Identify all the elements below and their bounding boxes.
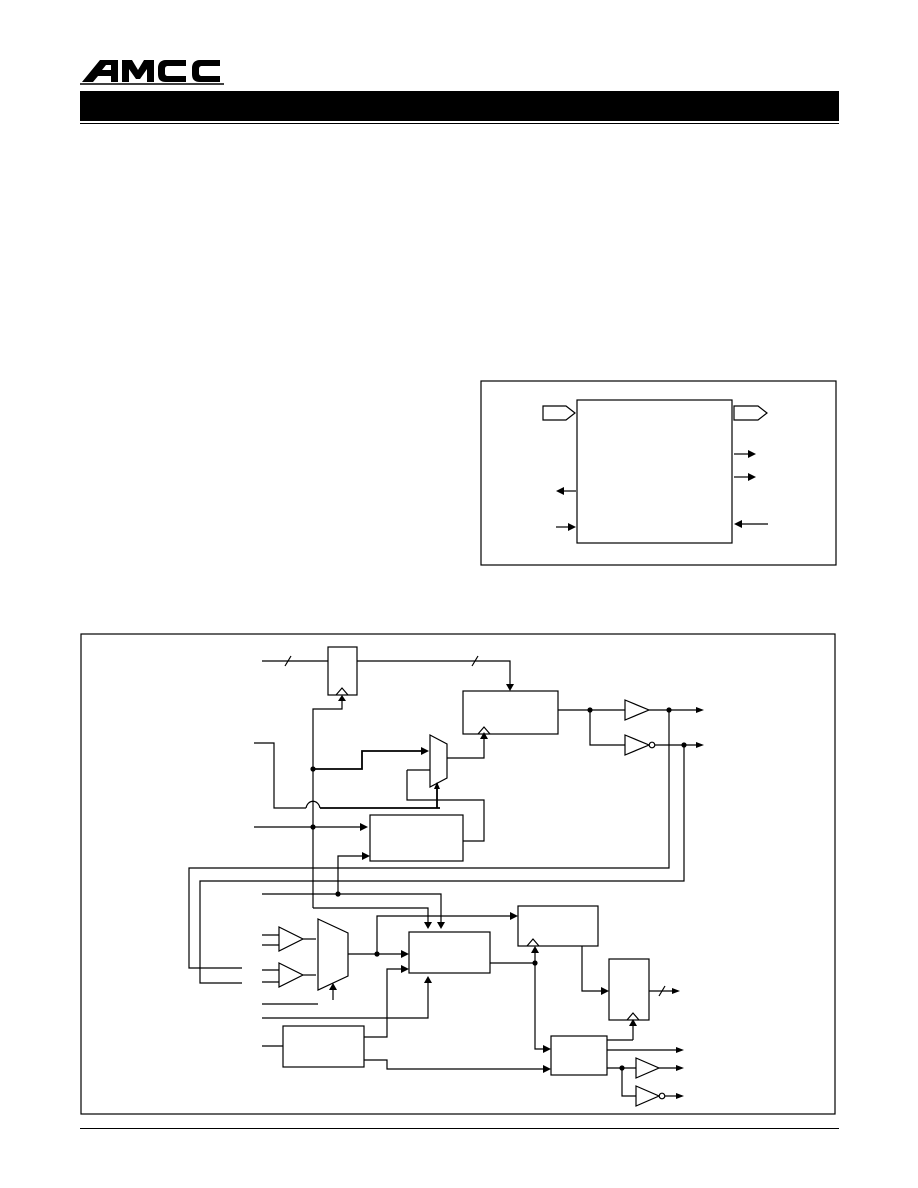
input-buffer	[278, 926, 305, 952]
figure-frame	[80, 633, 836, 1115]
input-buffer	[278, 962, 305, 988]
footer-rule	[80, 1128, 839, 1129]
buffer	[635, 1057, 661, 1079]
multiplexer	[317, 918, 349, 991]
inverter	[624, 734, 651, 756]
chip-body	[576, 399, 733, 544]
data-register	[517, 905, 599, 947]
input-arrow	[734, 520, 742, 528]
buffer	[624, 699, 651, 721]
figure-frame	[480, 380, 837, 566]
header-rule	[80, 123, 839, 124]
amcc-logo	[78, 56, 226, 86]
bus-output-port	[733, 405, 768, 421]
multiplexer	[429, 734, 448, 788]
output-arrow	[748, 473, 756, 481]
timing-block	[282, 1025, 365, 1068]
output-block	[550, 1035, 608, 1076]
control-block	[369, 814, 464, 862]
output-register	[462, 690, 559, 735]
input-arrow	[568, 523, 576, 531]
output-arrow	[556, 487, 564, 495]
input-register	[327, 646, 358, 696]
title-bar	[80, 91, 839, 121]
bus-input-port	[542, 405, 576, 421]
block-diagram-figure	[80, 633, 838, 1117]
output-arrow	[748, 450, 756, 458]
decoder-block	[408, 931, 491, 974]
logic-symbol-figure	[480, 380, 838, 568]
inverter	[635, 1085, 661, 1107]
output-data-register	[608, 958, 650, 1021]
